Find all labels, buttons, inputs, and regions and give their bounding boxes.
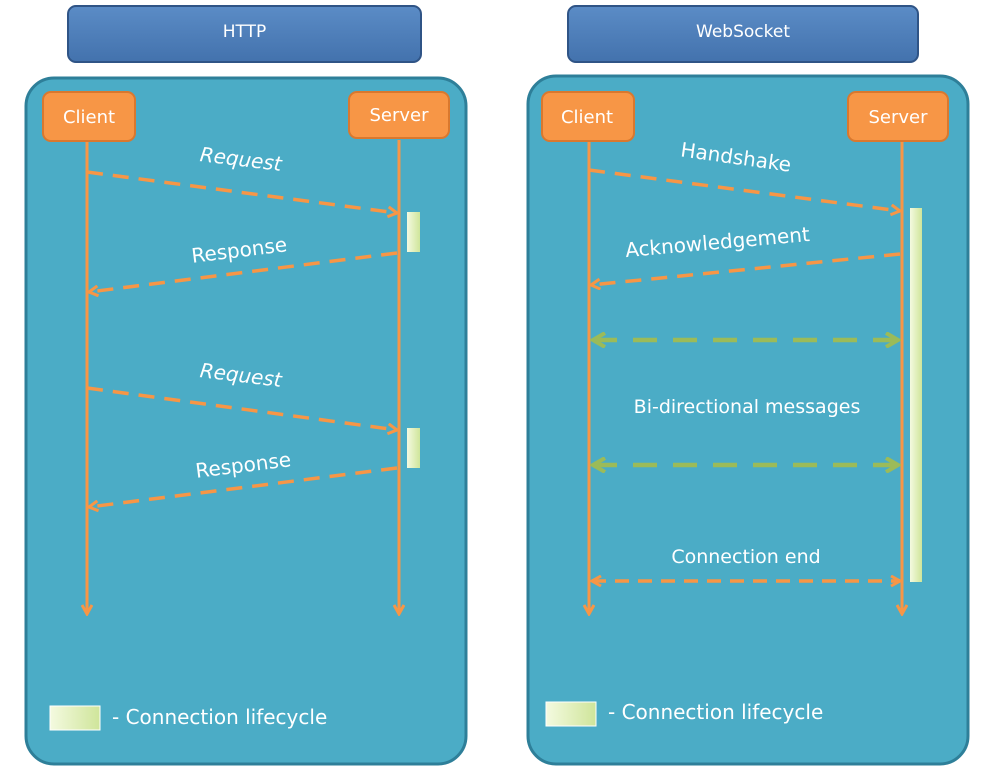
http-request-arrow-1 (86, 170, 397, 213)
http-title-bar (67, 5, 422, 63)
http-server-label: Server (369, 105, 429, 126)
http-legend-label: - Connection lifecycle (112, 705, 327, 729)
http-server-box (348, 91, 450, 139)
http-client-label: Client (63, 107, 115, 128)
http-lifecycle-bar-1 (407, 212, 420, 252)
websocket-connection-end-label: Connection end (671, 546, 820, 568)
websocket-title-bar (567, 5, 919, 63)
http-legend-swatch (49, 705, 101, 731)
http-title: HTTP (223, 22, 267, 42)
websocket-bidirectional-label: Bi-directional messages (634, 396, 861, 418)
http-lifecycle-bar-2 (407, 428, 420, 468)
http-panel (24, 76, 468, 766)
websocket-server-box (847, 91, 949, 142)
websocket-handshake-arrow (588, 168, 900, 211)
websocket-panel (526, 74, 970, 766)
websocket-legend-label: - Connection lifecycle (608, 700, 823, 724)
websocket-server-label: Server (868, 107, 928, 128)
http-request-arrow-2 (86, 386, 397, 430)
websocket-client-label: Client (561, 107, 613, 128)
websocket-title: WebSocket (696, 22, 790, 42)
websocket-lifecycle-bar (910, 208, 922, 582)
websocket-client-box (541, 91, 635, 142)
websocket-legend-swatch (545, 701, 597, 727)
http-section: HTTP Client Server Request Response Requ… (24, 5, 468, 766)
websocket-section: WebSocket Client Server Handshake Acknow… (526, 5, 970, 766)
http-client-box (42, 91, 136, 142)
